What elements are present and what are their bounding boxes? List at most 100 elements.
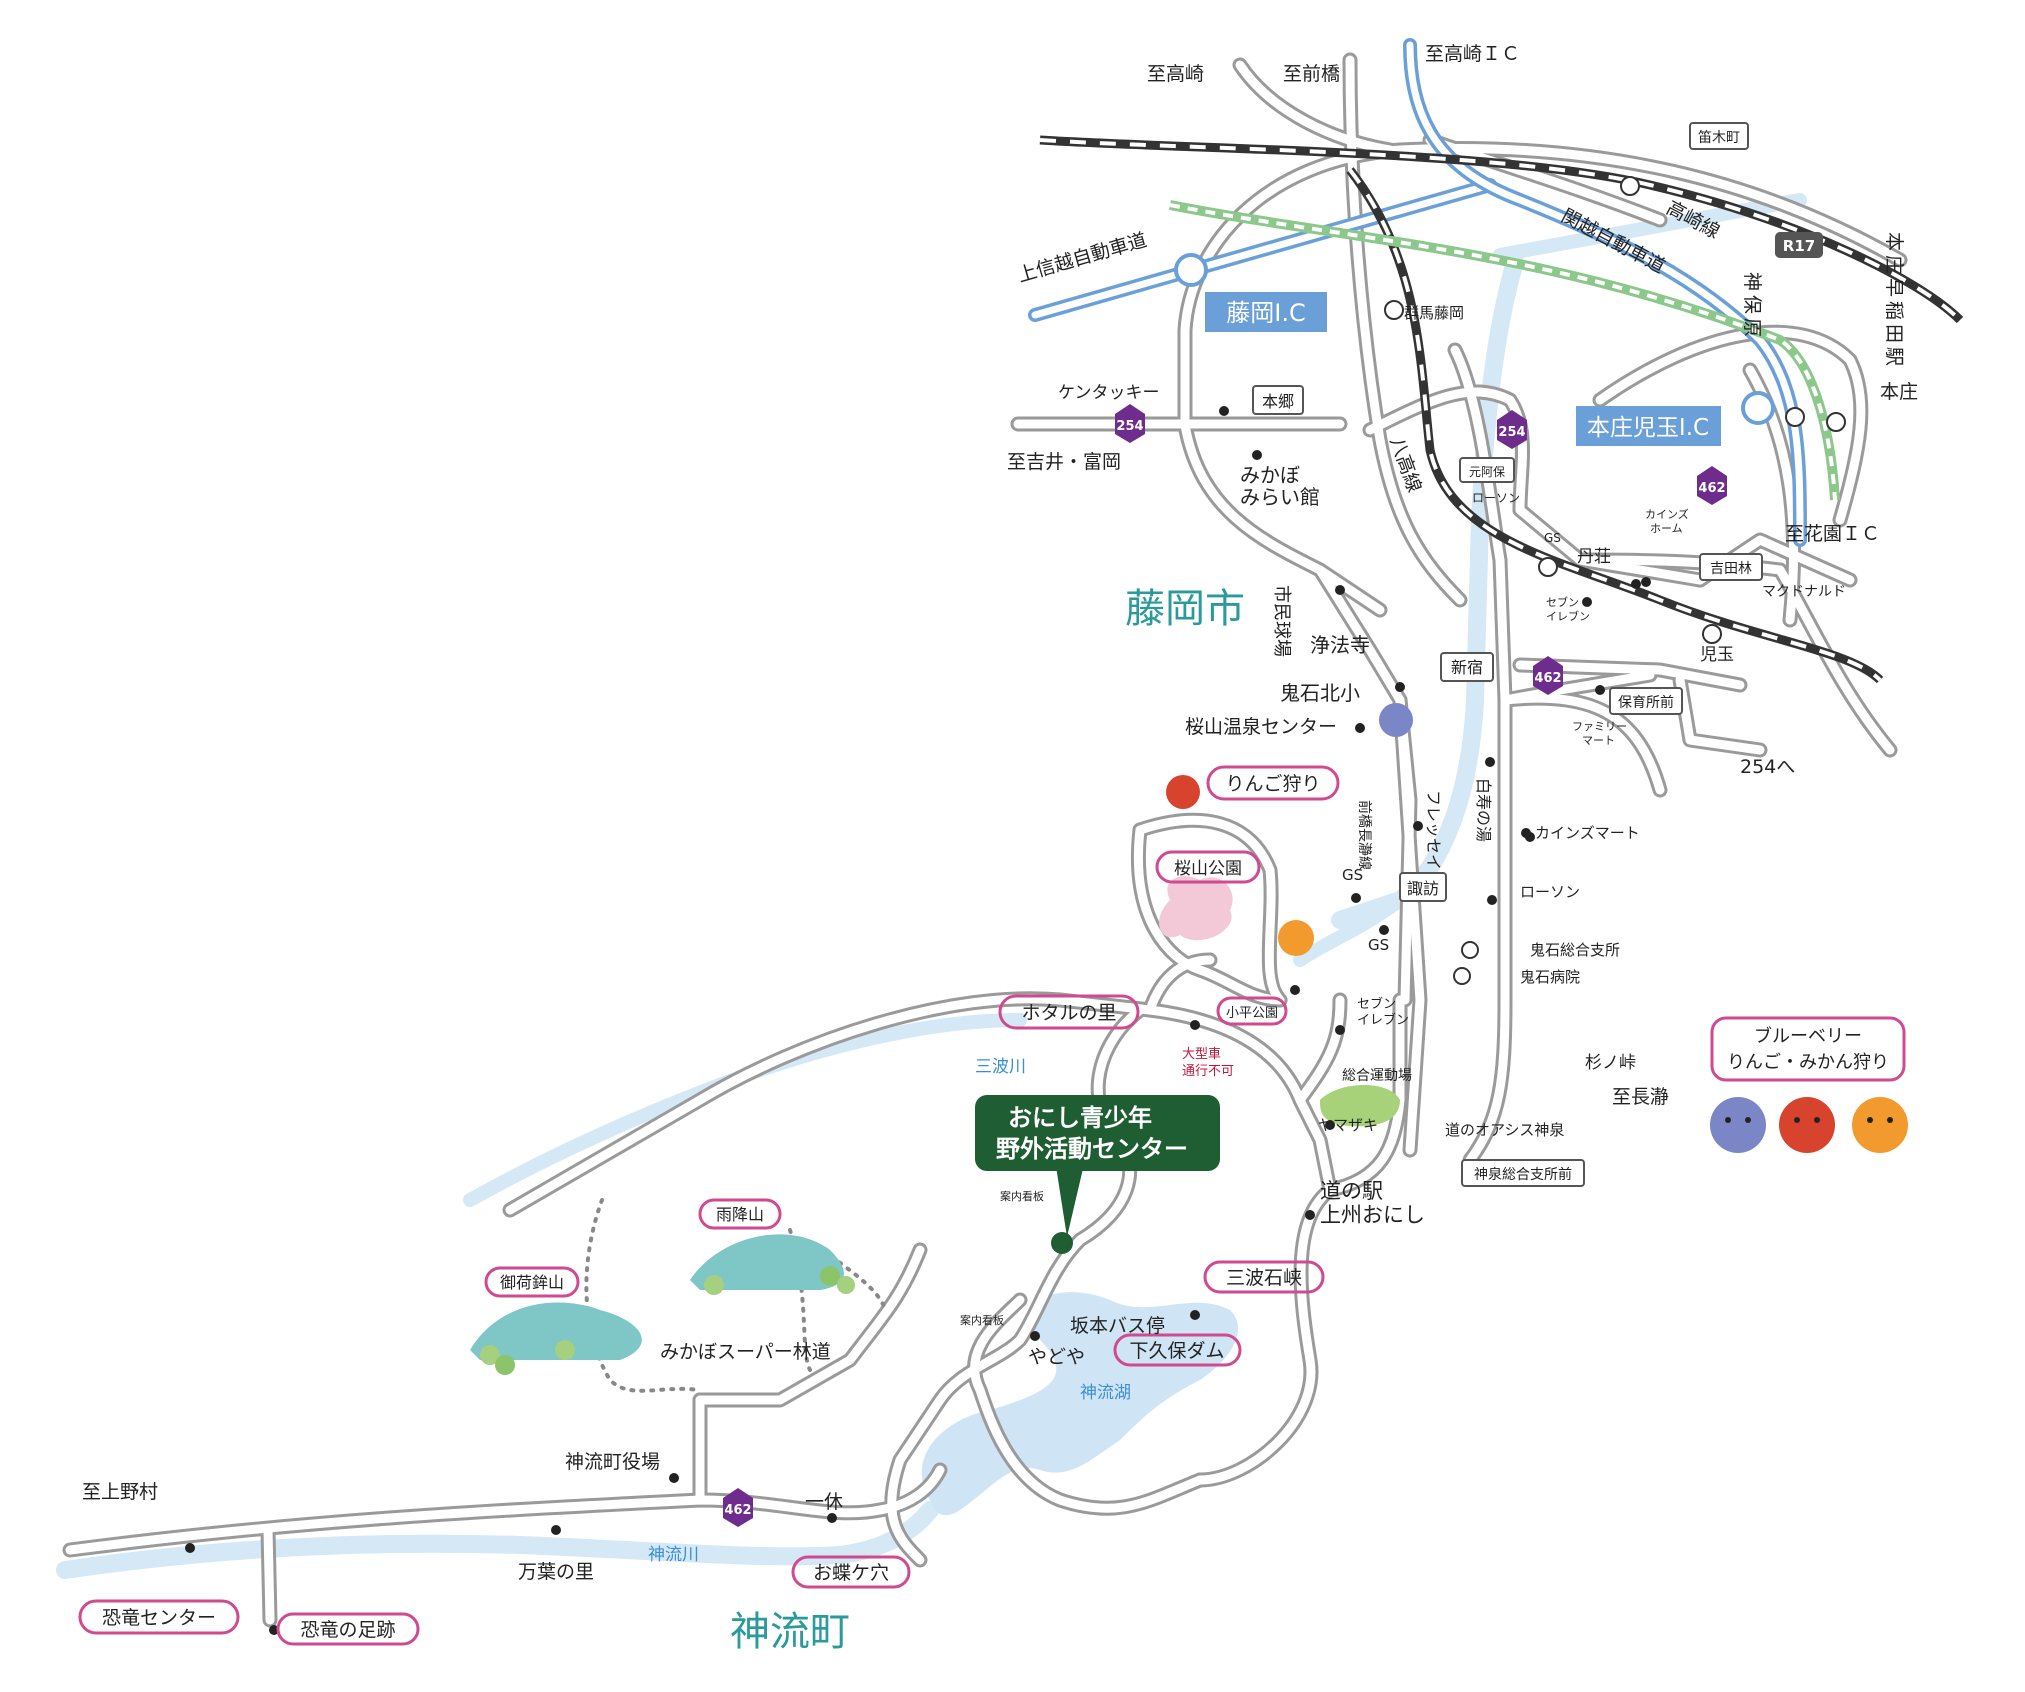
label-gs1: GS	[1342, 866, 1363, 884]
dir-ueno: 至上野村	[82, 1481, 158, 1503]
label-rindo: みかぼスーパー林道	[660, 1341, 831, 1363]
label-gunma-fujioka: 群馬藤岡	[1404, 304, 1464, 322]
route-254-shield-2: 254	[1497, 410, 1527, 449]
label-famima1: ファミリー	[1572, 720, 1627, 733]
route-462-label-3: 462	[724, 1503, 751, 1518]
boxed-yoshidabayashi: 吉田林	[1710, 561, 1752, 577]
label-honjo-waseda: 本庄早稲田駅	[1883, 232, 1905, 370]
label-jimbohara: 神保原	[1741, 272, 1763, 341]
interchange-honjo-label: 本庄児玉I.C	[1587, 415, 1709, 441]
label-oogata2: 通行不可	[1182, 1064, 1234, 1079]
label-onishi-kita: 鬼石北小	[1280, 681, 1360, 705]
line-names: 上信越自動車道 関越自動車道 高崎線 八高線 前橋長瀞線	[1015, 197, 1723, 870]
boxed-fueki: 笛木町	[1698, 130, 1740, 146]
boxed-hoikusho: 保育所前	[1618, 694, 1674, 711]
label-onsen: 桜山温泉センター	[1185, 716, 1337, 738]
boxed-motoabo: 元阿保	[1469, 465, 1505, 479]
label-sogo: 総合運動場	[1342, 1068, 1412, 1084]
route-462-label: 462	[1698, 481, 1725, 496]
label-yakuba: 神流町役場	[565, 1451, 660, 1473]
interchange-fujioka-label: 藤岡I.C	[1226, 299, 1305, 327]
label-seven4: イレブン	[1546, 609, 1590, 623]
label-seven2: イレブン	[1357, 1012, 1409, 1028]
rail-maebashi: 前橋長瀞線	[1356, 800, 1373, 870]
blueberry-icon-map	[1379, 703, 1413, 737]
label-lawson: ローソン	[1520, 883, 1580, 901]
label-cainz-mart: カインズマート	[1535, 824, 1640, 842]
badge-sakurayama: 桜山公園	[1174, 859, 1242, 879]
apple-icon	[1779, 1097, 1835, 1153]
label-oasis: 道のオアシス神泉	[1445, 1121, 1564, 1139]
fruit-icons	[1166, 703, 1908, 1153]
onishi-center-callout: おにし青少年 野外活動センター	[975, 1095, 1220, 1254]
badge-sanba: 三波石峡	[1226, 1267, 1302, 1289]
legend-line1: ブルーベリー	[1754, 1025, 1862, 1047]
route-17-shield: R17	[1775, 232, 1823, 258]
dir-takasaki-ic: 至高崎ＩＣ	[1425, 43, 1520, 65]
region-fujioka: 藤岡市	[1125, 586, 1245, 632]
poi-markers	[185, 406, 1651, 1635]
orange-icon	[1852, 1097, 1908, 1153]
badge-kodaira: 小平公園	[1226, 1006, 1278, 1021]
region-kanna: 神流町	[730, 1609, 850, 1655]
label-mikabo2: みらい館	[1240, 485, 1320, 509]
badge-apple: りんご狩り	[1225, 773, 1320, 795]
railways	[1039, 135, 1964, 684]
label-michinoeki1: 道の駅	[1320, 1179, 1383, 1203]
apple-icon-map	[1166, 775, 1200, 809]
route-254-label-2: 254	[1498, 425, 1525, 440]
label-cainz-home2: ホーム	[1650, 522, 1683, 535]
badge-labels: りんご狩り 桜山公園 ホタルの里 小平公園 雨降山 御荷鉾山 三波石峡 下久保ダ…	[102, 773, 1889, 1641]
label-ikkyu: 一休	[805, 1491, 843, 1513]
label-kannagawa: 神流川	[648, 1545, 699, 1565]
label-kannako: 神流湖	[1080, 1383, 1131, 1403]
route-462-shield-3: 462	[723, 1488, 753, 1527]
badge-shimokubo: 下久保ダム	[1129, 1340, 1224, 1362]
dir-hanazono: 至花園ＩＣ	[1785, 523, 1880, 545]
label-kodama: 児玉	[1700, 645, 1734, 665]
route-254-shield: 254	[1115, 404, 1145, 443]
route-shields: 254 254 462 462 462 R17	[723, 232, 1823, 1527]
blueberry-icon	[1710, 1097, 1766, 1153]
dir-yoshii: 至吉井・富岡	[1007, 451, 1121, 473]
label-sakamoto: 坂本バス停	[1070, 1315, 1165, 1337]
center-marker	[1051, 1232, 1073, 1254]
dir-takasaki: 至高崎	[1147, 63, 1204, 85]
mountains	[470, 876, 1400, 1375]
badge-hotaru: ホタルの里	[1021, 1002, 1116, 1024]
badge-amefuri: 雨降山	[716, 1205, 764, 1224]
label-cainz-home1: カインズ	[1645, 507, 1689, 521]
badge-dino-foot: 恐竜の足跡	[300, 1619, 395, 1641]
label-honjo: 本庄	[1880, 381, 1918, 403]
route-17-label: R17	[1783, 237, 1815, 255]
label-michinoeki2: 上州おにし	[1320, 1203, 1425, 1227]
label-famima2: マート	[1582, 734, 1615, 747]
label-sanbagawa: 三波川	[975, 1057, 1026, 1077]
badge-mikabu: 御荷鉾山	[500, 1273, 564, 1292]
dir-nagatoro: 至長瀞	[1612, 1086, 1669, 1108]
kanna-lake	[921, 1292, 1239, 1516]
center-name-line2: 野外活動センター	[996, 1135, 1188, 1163]
badges	[78, 765, 1906, 1646]
label-lawson2: ローソン	[1472, 491, 1520, 505]
legend-line2: りんご・みかん狩り	[1727, 1052, 1889, 1073]
boxed-labels: 本郷 新宿 諏訪 元阿保 吉田林 保育所前 笛木町 神泉総合支所前	[1252, 122, 1763, 1187]
hwy-joshinetsu: 上信越自動車道	[1015, 229, 1149, 287]
label-kanban2: 案内看板	[960, 1313, 1004, 1327]
label-fresh: フレッセイ	[1424, 790, 1443, 870]
route-462-shield: 462	[1697, 466, 1727, 505]
label-gs2: GS	[1368, 936, 1389, 954]
route-254-label: 254	[1116, 419, 1143, 434]
badge-dino-center: 恐竜センター	[102, 1607, 216, 1629]
label-sugino: 杉ノ峠	[1585, 1053, 1636, 1073]
label-shimin: 市民球場	[1271, 585, 1292, 657]
label-manyo: 万葉の里	[518, 1561, 594, 1583]
boxed-hongo: 本郷	[1262, 392, 1294, 411]
label-yadoya: やどや	[1028, 1346, 1085, 1368]
boxed-kamiizumi: 神泉総合支所前	[1474, 1166, 1572, 1183]
route-462-label-2: 462	[1534, 671, 1561, 686]
label-gs3: GS	[1544, 531, 1561, 545]
label-kanban1: 案内看板	[1000, 1189, 1044, 1203]
label-oogata1: 大型車	[1182, 1047, 1221, 1062]
